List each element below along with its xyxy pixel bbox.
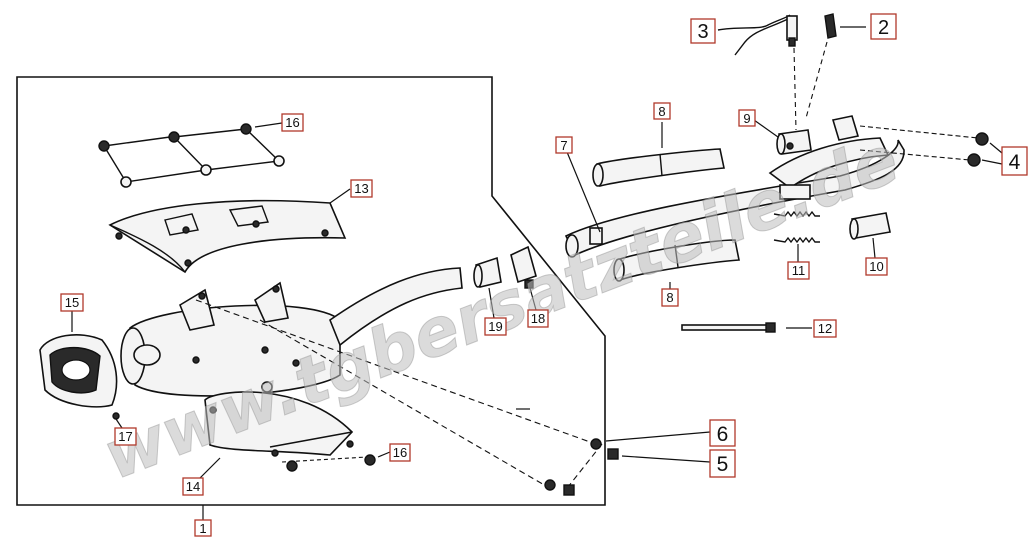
- sleeve-8-bottom: [613, 239, 740, 293]
- svg-text:5: 5: [717, 453, 729, 476]
- clamp-18: [510, 245, 537, 311]
- callout-16-top: 16: [281, 113, 304, 132]
- clamp-10: [849, 212, 891, 259]
- callout-10: 10: [865, 257, 888, 276]
- bottom-shield-14: [199, 381, 354, 479]
- svg-text:3: 3: [697, 21, 708, 43]
- clamp-9: [753, 119, 812, 155]
- svg-text:8: 8: [658, 104, 665, 119]
- callout-11: 11: [787, 261, 810, 280]
- callout-16-bottom: 16: [389, 443, 411, 462]
- callout-1: 1: [194, 519, 212, 537]
- svg-text:4: 4: [1009, 151, 1021, 174]
- callout-13: 13: [350, 179, 373, 198]
- svg-text:10: 10: [869, 259, 883, 274]
- svg-text:16: 16: [285, 115, 299, 130]
- svg-text:16: 16: [393, 445, 407, 460]
- svg-text:17: 17: [118, 429, 132, 444]
- svg-text:7: 7: [560, 138, 567, 153]
- svg-text:9: 9: [743, 111, 750, 126]
- callout-3: 3: [690, 18, 716, 44]
- sleeve-8-top: [592, 122, 725, 187]
- svg-text:18: 18: [531, 311, 545, 326]
- callout-12: 12: [813, 319, 837, 338]
- svg-text:15: 15: [65, 295, 79, 310]
- callout-8-bottom: 8: [661, 288, 679, 307]
- callout-19: 19: [484, 317, 507, 336]
- header-pipe: [564, 137, 905, 258]
- callout-14: 14: [182, 477, 204, 496]
- assembly-outline: [16, 76, 606, 506]
- sleeve-19: [473, 256, 502, 319]
- heat-shield-13: [108, 188, 351, 274]
- springs-11: [773, 210, 820, 262]
- nut-set-bottom: [281, 451, 391, 472]
- bolt-12: [681, 322, 812, 333]
- callout-17: 17: [114, 427, 137, 446]
- svg-text:11: 11: [792, 263, 806, 278]
- svg-text:1: 1: [199, 521, 206, 536]
- callout-7: 7: [555, 136, 573, 154]
- fastener-lines: [195, 299, 711, 496]
- muffler-body: [120, 267, 463, 397]
- sensor-3: [717, 14, 798, 131]
- callout-8-top: 8: [653, 102, 671, 120]
- callout-2: 2: [870, 13, 897, 40]
- svg-text:8: 8: [666, 290, 673, 305]
- plug-2: [805, 13, 866, 119]
- end-cap-15: [39, 311, 123, 429]
- callout-6: 6: [709, 419, 736, 447]
- callout-15: 15: [60, 293, 84, 312]
- callout-9: 9: [738, 109, 756, 127]
- callout-4: 4: [1001, 146, 1028, 176]
- nut-set-top: [98, 122, 285, 188]
- svg-text:2: 2: [878, 17, 889, 39]
- svg-text:12: 12: [818, 321, 832, 336]
- callout-18: 18: [527, 309, 549, 328]
- svg-text:14: 14: [186, 479, 200, 494]
- svg-text:19: 19: [488, 319, 502, 334]
- svg-text:6: 6: [717, 423, 729, 446]
- svg-text:13: 13: [354, 181, 368, 196]
- bracket-and-nuts-4: [831, 115, 1003, 167]
- callout-5: 5: [709, 449, 736, 478]
